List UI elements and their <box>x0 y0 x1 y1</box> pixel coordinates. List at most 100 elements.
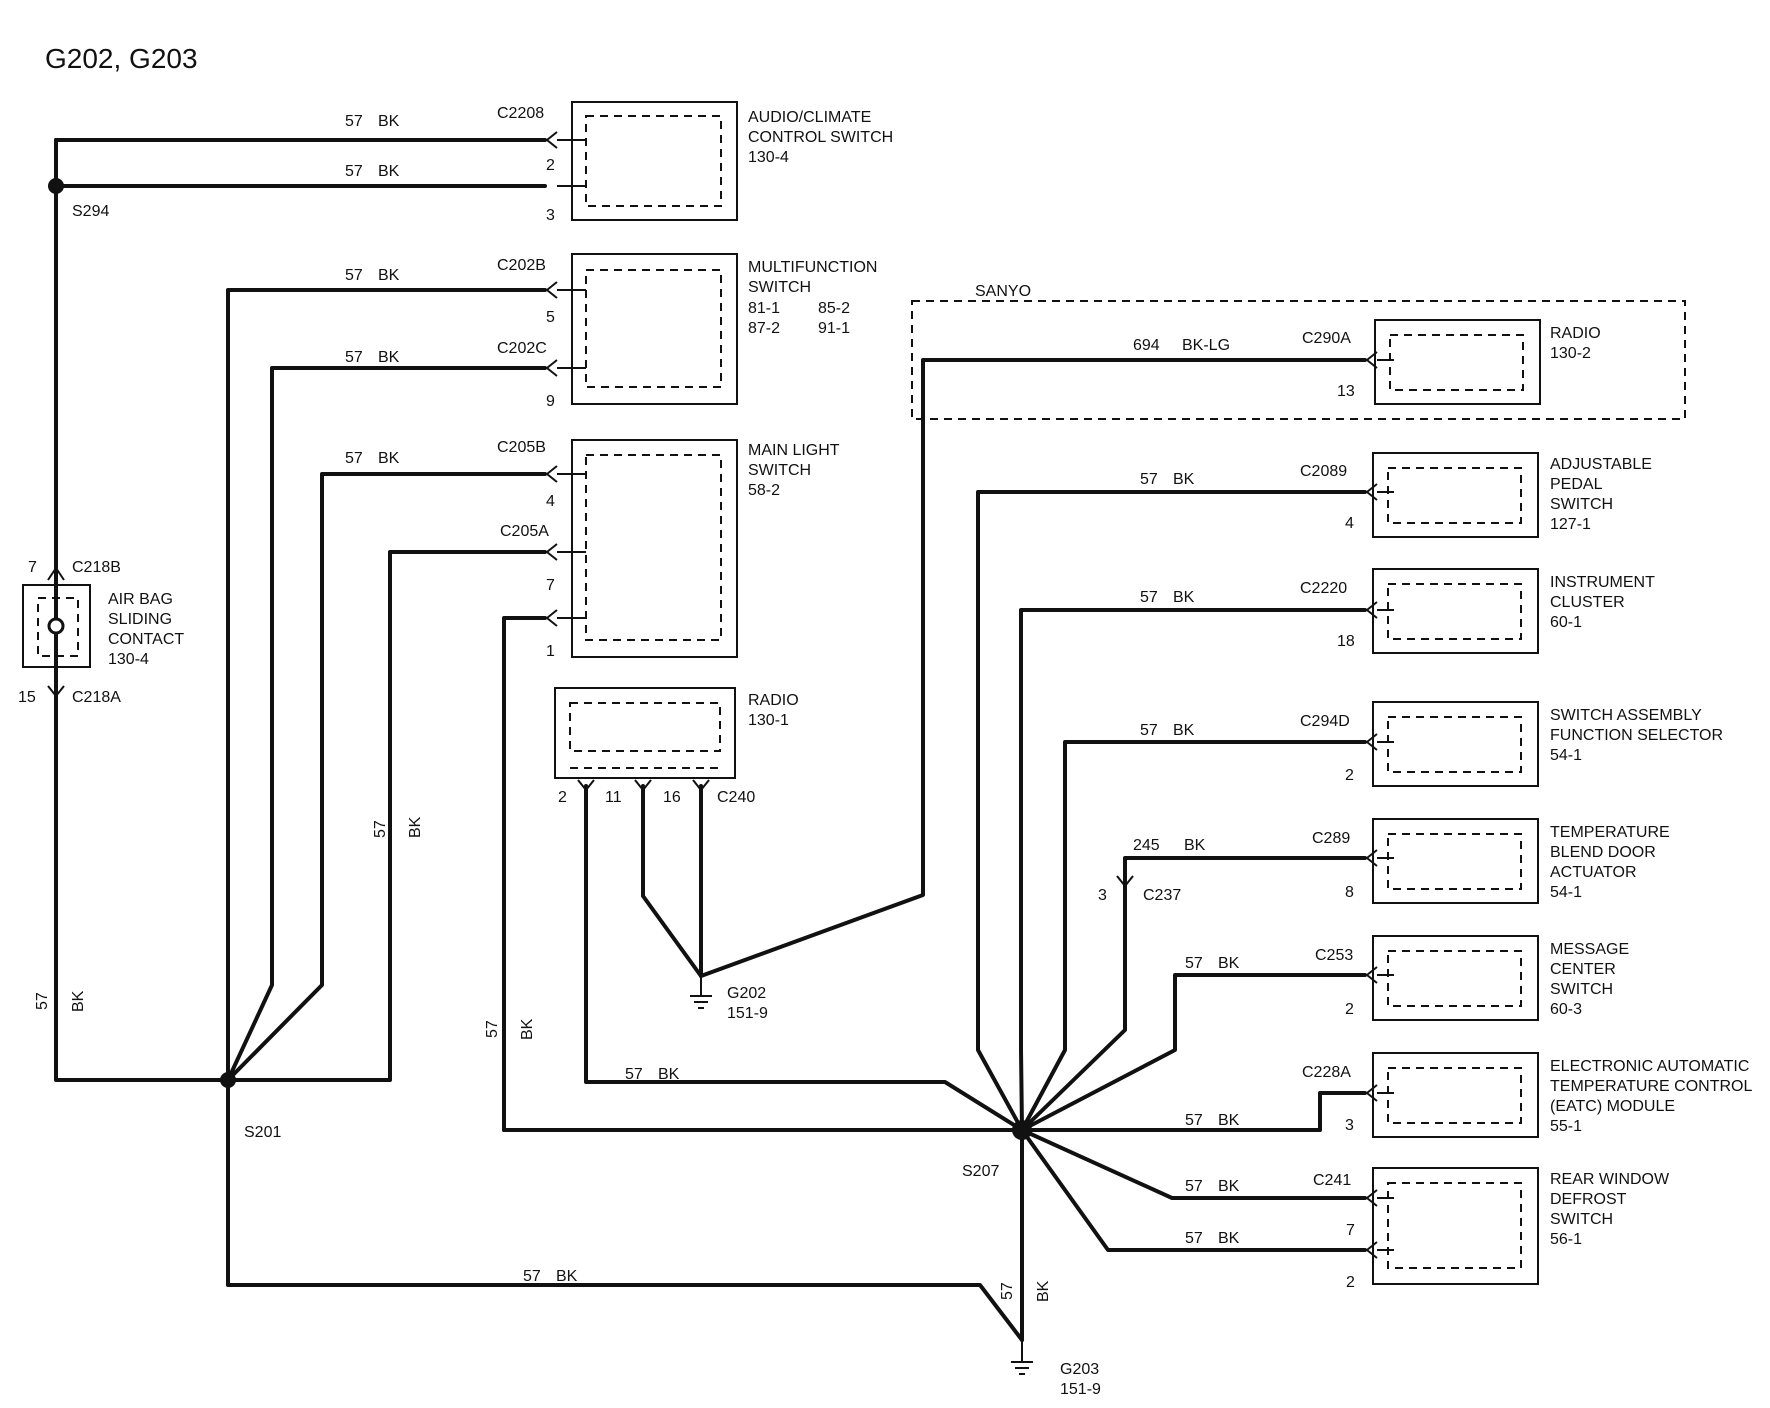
svg-text:130-4: 130-4 <box>108 651 149 668</box>
svg-text:2: 2 <box>1346 1274 1355 1291</box>
svg-text:BK: BK <box>1218 955 1240 972</box>
svg-text:57: 57 <box>484 1020 501 1038</box>
svg-text:57: 57 <box>523 1268 541 1285</box>
svg-text:57: 57 <box>625 1066 643 1083</box>
radio-130-2-connector: C290A <box>1302 330 1351 347</box>
svg-text:(EATC) MODULE: (EATC) MODULE <box>1550 1098 1675 1115</box>
svg-text:ADJUSTABLE: ADJUSTABLE <box>1550 456 1652 473</box>
svg-text:54-1: 54-1 <box>1550 884 1582 901</box>
air-bag-labels: AIR BAG SLIDING CONTACT 130-4 C218B C218… <box>18 559 184 706</box>
main-light-switch-box <box>571 439 738 658</box>
svg-text:SWITCH: SWITCH <box>1550 981 1613 998</box>
svg-text:BK: BK <box>1218 1178 1240 1195</box>
svg-text:BK: BK <box>378 349 400 366</box>
svg-text:SWITCH: SWITCH <box>1550 496 1613 513</box>
svg-text:BK: BK <box>1035 1280 1052 1302</box>
svg-text:55-1: 55-1 <box>1550 1118 1582 1135</box>
svg-text:TEMPERATURE: TEMPERATURE <box>1550 824 1670 841</box>
audio-climate-ref: 130-4 <box>748 149 789 166</box>
vertical-wire-labels: 57 BK 57 BK 57 BK 57 BK <box>34 816 1052 1302</box>
svg-text:C289: C289 <box>1312 830 1350 847</box>
svg-text:BK: BK <box>1218 1112 1240 1129</box>
svg-text:BK: BK <box>407 816 424 838</box>
radio-130-2-pin: 13 <box>1337 383 1355 400</box>
svg-text:C253: C253 <box>1315 947 1353 964</box>
radio-130-1-pin-16: 16 <box>663 789 681 806</box>
audio-climate-labels: AUDIO/CLIMATE CONTROL SWITCH 130-4 C2208… <box>497 105 893 224</box>
ground-g202-label: G202 <box>727 985 766 1002</box>
eatc-labels: ELECTRONIC AUTOMATIC TEMPERATURE CONTROL… <box>1302 1058 1752 1135</box>
svg-text:BK: BK <box>1173 722 1195 739</box>
radio-130-1-pin-2: 2 <box>558 789 567 806</box>
svg-text:SWITCH ASSEMBLY: SWITCH ASSEMBLY <box>1550 707 1702 724</box>
svg-text:57: 57 <box>345 113 363 130</box>
adjustable-pedal-labels: ADJUSTABLE PEDAL SWITCH 127-1 C2089 4 <box>1300 456 1652 533</box>
multifunction-labels: MULTIFUNCTION SWITCH 81-1 85-2 87-2 91-1… <box>497 257 877 410</box>
multifunction-pin-5: 5 <box>546 309 555 326</box>
splice-ground-labels: S294 S201 S207 G202 151-9 G203 151-9 <box>72 203 1101 1398</box>
svg-text:C241: C241 <box>1313 1172 1351 1189</box>
svg-text:60-3: 60-3 <box>1550 1001 1582 1018</box>
svg-text:C218A: C218A <box>72 689 121 706</box>
air-bag-box <box>22 584 91 668</box>
main-light-ref: 58-2 <box>748 482 780 499</box>
radio-130-1-ref: 130-1 <box>748 712 789 729</box>
ground-icon-g203 <box>1011 1340 1033 1375</box>
svg-text:CLUSTER: CLUSTER <box>1550 594 1625 611</box>
radio-130-1-name: RADIO <box>748 692 799 709</box>
svg-text:BK: BK <box>378 113 400 130</box>
ground-g202-ref: 151-9 <box>727 1005 768 1022</box>
audio-climate-connector: C2208 <box>497 105 544 122</box>
radio-130-1-pin-11: 11 <box>605 789 622 806</box>
svg-text:BK: BK <box>70 990 87 1012</box>
main-light-pin-7: 7 <box>546 577 555 594</box>
wire-245-color: BK <box>1184 837 1206 854</box>
message-center-labels: MESSAGE CENTER SWITCH 60-3 C253 2 <box>1315 941 1629 1018</box>
rear-defrost-labels: REAR WINDOW DEFROST SWITCH 56-1 C241 7 2 <box>1313 1171 1670 1291</box>
svg-text:2: 2 <box>1345 767 1354 784</box>
svg-text:BK: BK <box>1218 1230 1240 1247</box>
svg-text:BK: BK <box>1173 471 1195 488</box>
splice-s207-label: S207 <box>962 1163 999 1180</box>
multifunction-ref-2: 85-2 <box>818 300 850 317</box>
svg-text:56-1: 56-1 <box>1550 1231 1582 1248</box>
sanyo-label: SANYO <box>975 283 1031 300</box>
main-light-connector-1: C205B <box>497 439 546 456</box>
svg-text:2: 2 <box>1345 1001 1354 1018</box>
multifunction-pin-9: 9 <box>546 393 555 410</box>
splices <box>48 178 1032 1140</box>
svg-text:SWITCH: SWITCH <box>1550 1211 1613 1228</box>
eatc-box <box>1372 1052 1539 1138</box>
radio-130-1-labels: RADIO 130-1 C240 2 11 16 <box>558 692 799 806</box>
svg-text:C2220: C2220 <box>1300 580 1347 597</box>
svg-text:FUNCTION SELECTOR: FUNCTION SELECTOR <box>1550 727 1723 744</box>
temp-blend-labels: TEMPERATURE BLEND DOOR ACTUATOR 54-1 C28… <box>1098 824 1670 904</box>
svg-text:BK: BK <box>378 163 400 180</box>
svg-text:18: 18 <box>1337 633 1355 650</box>
wire-694-color: BK-LG <box>1182 337 1230 354</box>
switch-assembly-box <box>1372 701 1539 787</box>
svg-text:7: 7 <box>28 559 37 576</box>
multifunction-ref-3: 87-2 <box>748 320 780 337</box>
svg-text:SLIDING: SLIDING <box>108 611 172 628</box>
svg-text:57: 57 <box>345 450 363 467</box>
svg-text:3: 3 <box>1098 887 1107 904</box>
splice-s294-label: S294 <box>72 203 109 220</box>
svg-text:BK: BK <box>658 1066 680 1083</box>
sanyo-dashed-box <box>911 300 1686 420</box>
svg-text:PEDAL: PEDAL <box>1550 476 1603 493</box>
svg-text:57: 57 <box>345 267 363 284</box>
svg-text:7: 7 <box>1346 1222 1355 1239</box>
svg-text:AIR BAG: AIR BAG <box>108 591 173 608</box>
svg-text:BK: BK <box>1173 589 1195 606</box>
adjustable-pedal-box <box>1372 452 1539 538</box>
wire-245-circuit: 245 <box>1133 837 1160 854</box>
ground-symbols <box>690 976 1033 1375</box>
audio-climate-name-2: CONTROL SWITCH <box>748 129 893 146</box>
main-light-labels: MAIN LIGHT SWITCH 58-2 C205B C205A 4 7 1 <box>497 439 840 660</box>
svg-text:57: 57 <box>999 1282 1016 1300</box>
svg-text:BK: BK <box>556 1268 578 1285</box>
svg-text:3: 3 <box>1345 1117 1354 1134</box>
splice-dot-s294 <box>48 178 64 194</box>
